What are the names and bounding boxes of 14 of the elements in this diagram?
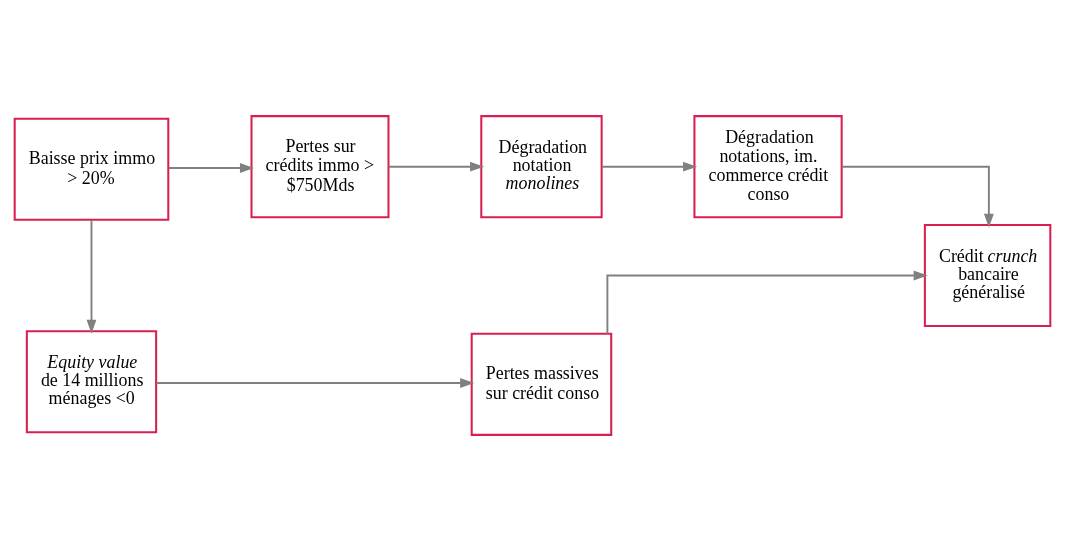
node-box: Pertes sur crédits immo > $750Mds [250, 115, 390, 219]
arrow [601, 161, 698, 172]
node-box: Dégradation notations, im. commerce crédit conso [693, 115, 843, 219]
arrow [387, 161, 485, 172]
node-box: Equity value de 14 millions ménages <0 [25, 330, 158, 434]
node-box: Pertes massives sur crédit conso [470, 332, 613, 436]
node-box: Baisse prix immo > 20% [13, 117, 170, 221]
arrow [86, 219, 97, 334]
arrow [167, 163, 255, 173]
arrow [841, 165, 994, 228]
node-box: Dégradation notation monolines [480, 115, 603, 219]
node-box: Crédit crunch bancaire généralisé [923, 223, 1052, 328]
arrow [155, 378, 475, 388]
arrow [606, 270, 928, 335]
